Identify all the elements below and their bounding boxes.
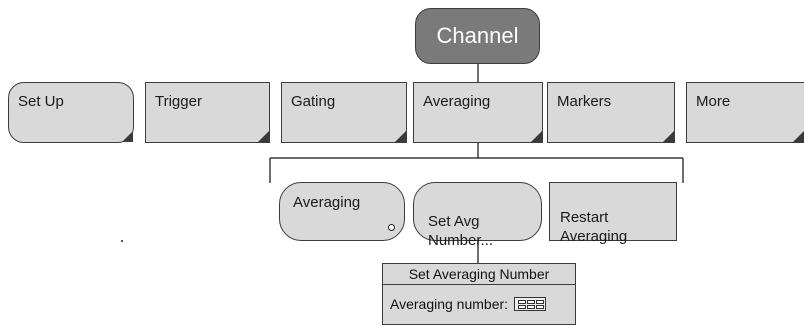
setup-label: Set Up [18, 93, 64, 110]
markers-label: Markers [557, 93, 612, 110]
toggle-circle-icon [388, 224, 395, 231]
keypad-icon[interactable] [514, 297, 547, 311]
restart-averaging-button[interactable]: Restart Averaging [549, 182, 677, 245]
gating-button[interactable]: Gating [281, 82, 407, 143]
dialog-field-row: Averaging number: [383, 285, 575, 313]
restart-averaging-label: Restart Averaging [560, 209, 628, 245]
averaging-toggle-label: Averaging [293, 194, 361, 211]
set-avg-number-button[interactable]: Set Avg Number... [413, 182, 542, 249]
trigger-button[interactable]: Trigger [145, 82, 270, 143]
submenu-corner-icon [531, 131, 542, 142]
markers-button[interactable]: Markers [547, 82, 675, 143]
averaging-label: Averaging [423, 93, 491, 110]
more-button[interactable]: More [686, 82, 804, 143]
averaging-toggle-button[interactable]: Averaging [279, 182, 405, 241]
averaging-number-label: Averaging number: [390, 296, 509, 312]
channel-label: Channel [436, 23, 519, 48]
trigger-label: Trigger [155, 93, 202, 110]
gating-label: Gating [291, 93, 336, 110]
set-avg-number-label: Set Avg Number... [428, 213, 494, 249]
dialog-title: Set Averaging Number [383, 264, 575, 285]
submenu-corner-icon [122, 131, 133, 142]
submenu-corner-icon [663, 131, 674, 142]
stray-dot [121, 240, 123, 242]
more-label: More [696, 93, 731, 110]
set-averaging-number-dialog: Set Averaging Number Averaging number: [382, 263, 576, 325]
submenu-corner-icon [258, 131, 269, 142]
submenu-corner-icon [395, 131, 406, 142]
submenu-corner-icon [793, 131, 804, 142]
averaging-button[interactable]: Averaging [413, 82, 543, 143]
setup-button[interactable]: Set Up [8, 82, 134, 143]
channel-root-button[interactable]: Channel [415, 8, 540, 64]
